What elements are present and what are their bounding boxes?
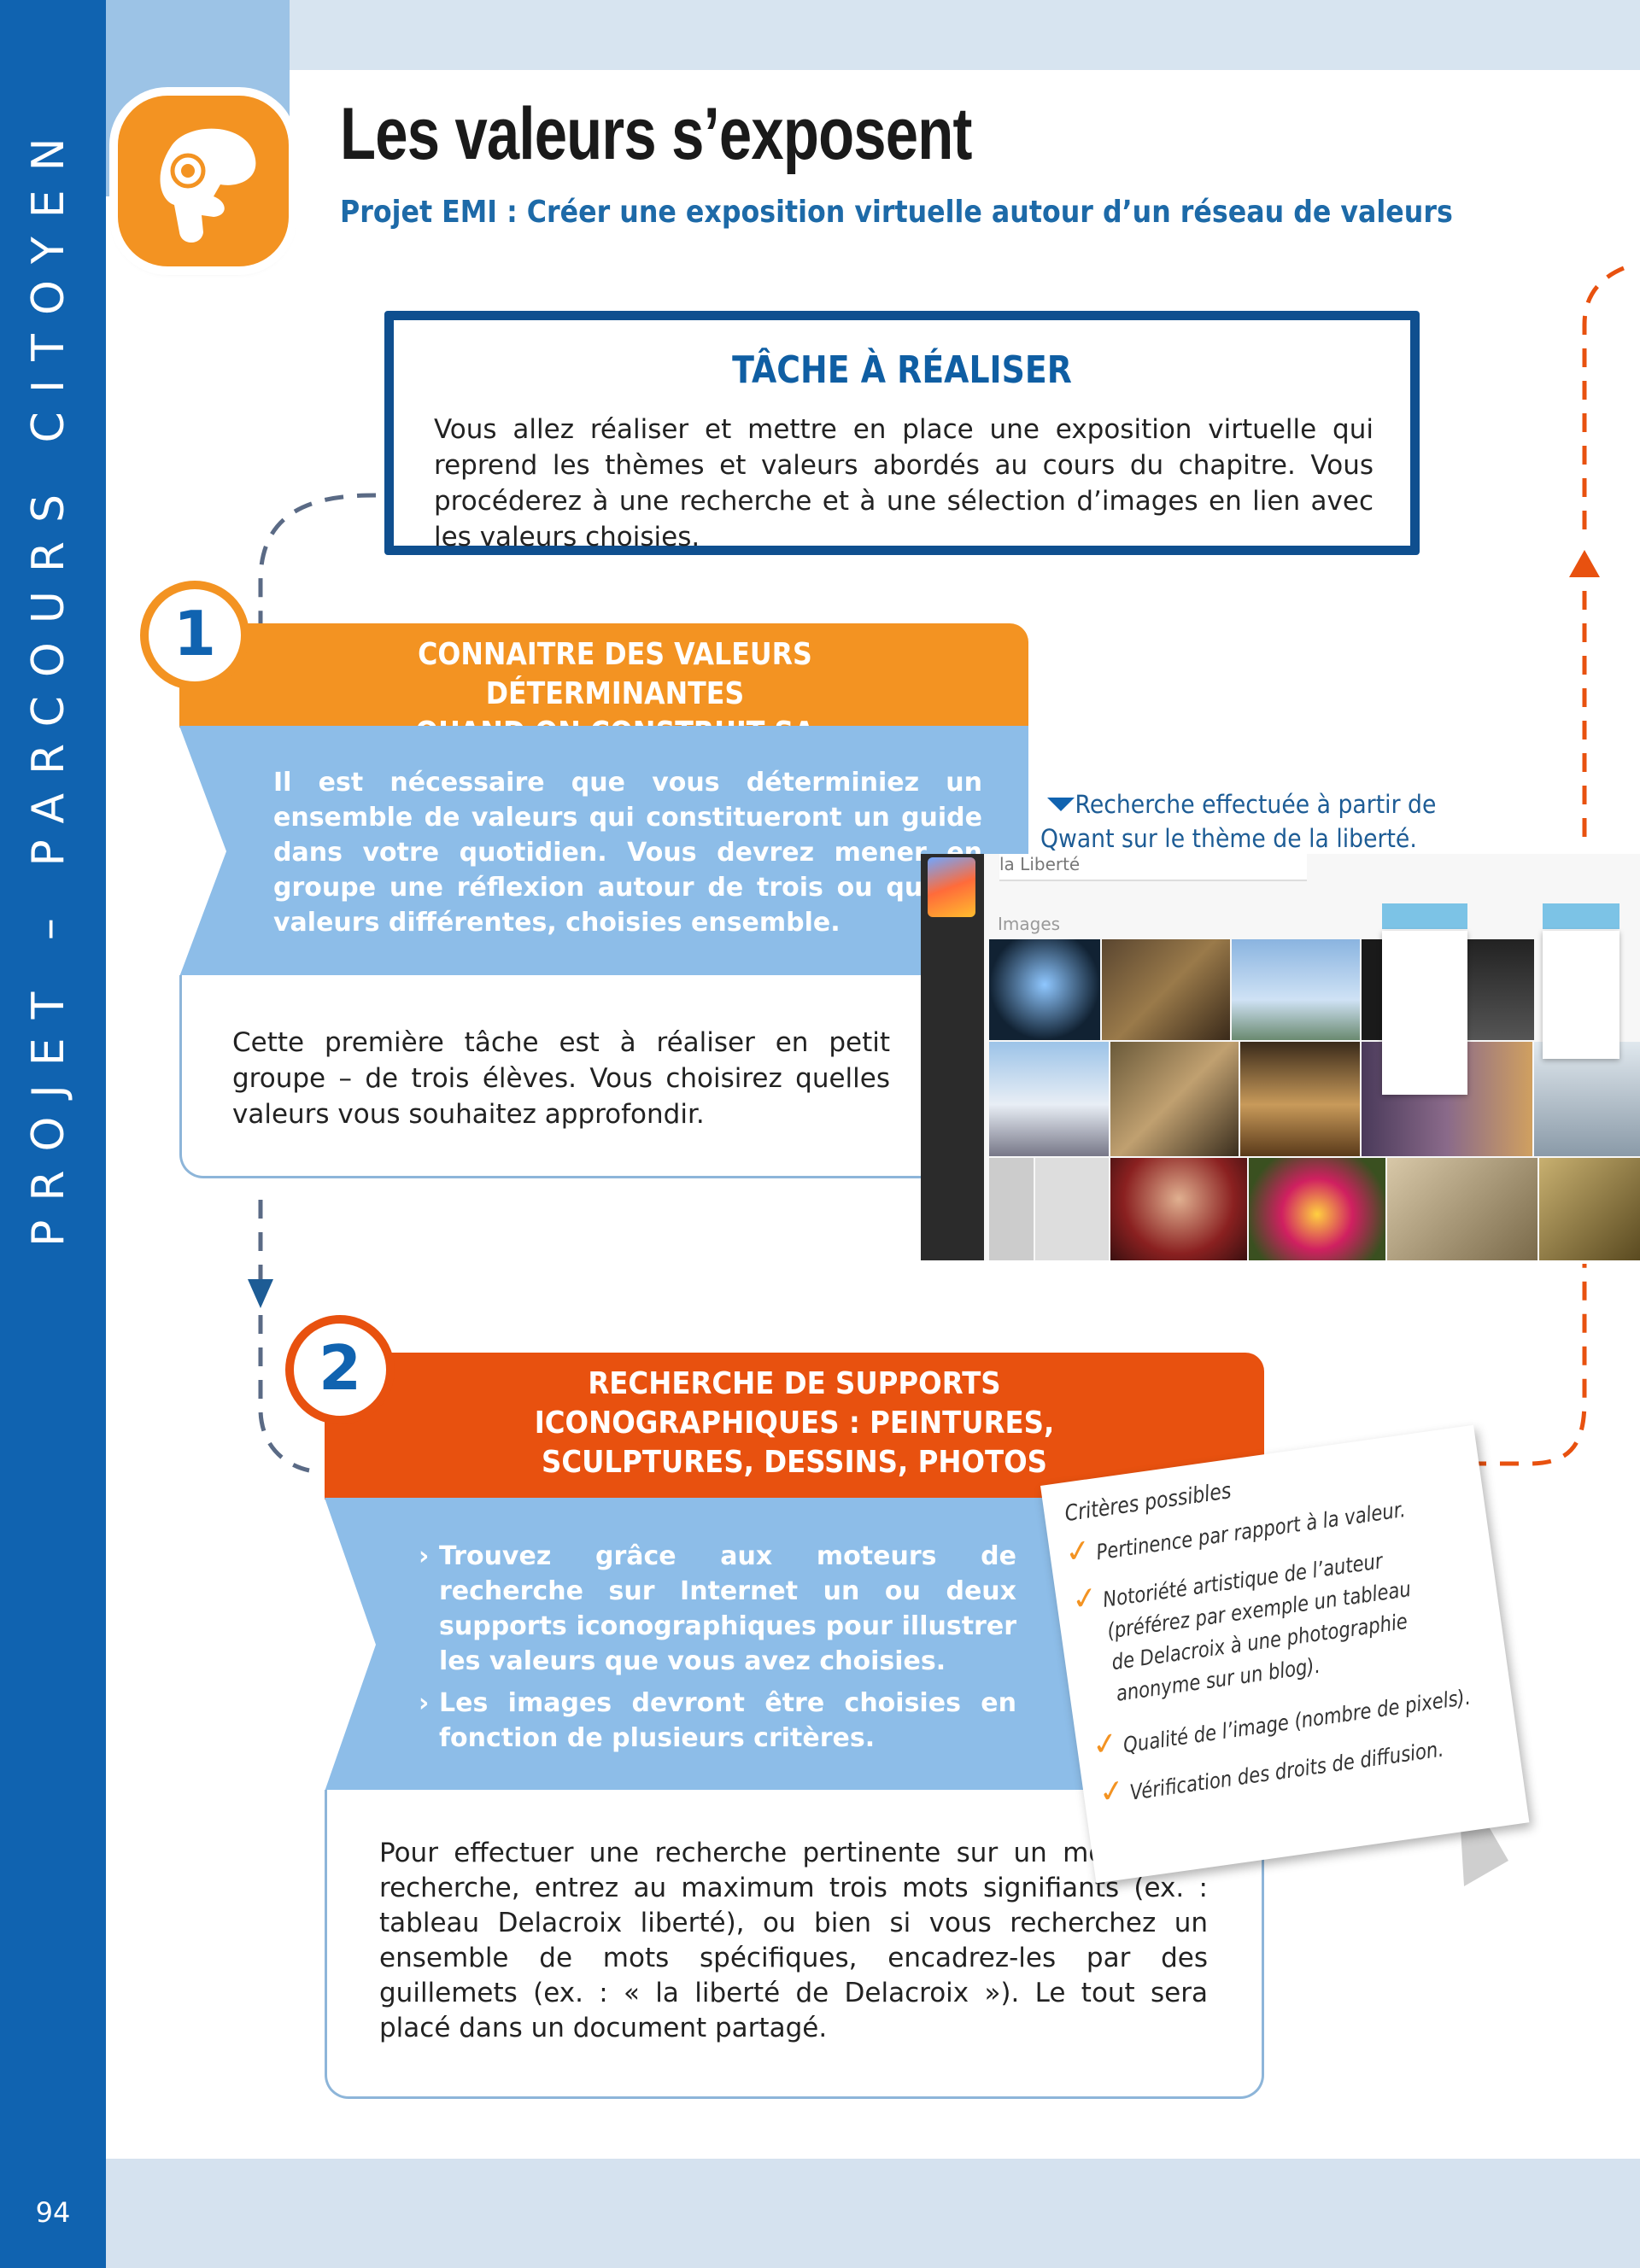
step1-blue-text: Il est nécessaire que vous déterminiez u…	[273, 768, 982, 938]
step2-number: 2	[285, 1315, 395, 1424]
image-result	[989, 1158, 1034, 1260]
step2-title: RECHERCHE DE SUPPORTS ICONOGRAPHIQUES : …	[479, 1365, 1110, 1482]
image-result	[1232, 939, 1360, 1040]
bullet-chevron-icon: ›	[419, 1541, 430, 1571]
screenshot-caption: Recherche effectuée à partir de Qwant su…	[1040, 787, 1480, 856]
filter-menu-1	[1382, 931, 1467, 1095]
bottom-decor-band	[106, 2159, 1640, 2268]
hand-eye-icon	[118, 96, 289, 266]
bullet-chevron-icon: ›	[419, 1688, 430, 1718]
step1-blue-panel	[179, 726, 1028, 977]
page-subtitle: Projet EMI : Créer une exposition virtue…	[340, 195, 1453, 230]
filter-dropdown-1	[1382, 903, 1467, 929]
step2-header	[325, 1353, 1264, 1499]
check-icon: ✓	[1063, 1532, 1094, 1571]
bullet-text: Trouvez grâce aux moteurs de recherche s…	[439, 1541, 1016, 1676]
image-result	[1539, 1158, 1640, 1260]
image-result	[1035, 1158, 1109, 1260]
task-title: TÂCHE À RÉALISER	[732, 348, 1072, 392]
task-text: Vous allez réaliser et mettre en place u…	[434, 414, 1374, 552]
search-images-label: Images	[998, 914, 1061, 934]
top-decor-band	[106, 0, 1640, 70]
bullet-text: Les images devront être choisies en fonc…	[439, 1688, 1016, 1753]
image-result	[1240, 1042, 1360, 1156]
side-band	[0, 0, 106, 2268]
step2-bullet: › Trouvez grâce aux moteurs de recherche …	[419, 1539, 1016, 1679]
task-box	[384, 311, 1420, 555]
criteria-note: Critères possibles ✓ Pertinence par rapp…	[1040, 1424, 1530, 1884]
image-result	[1110, 1158, 1247, 1260]
step2-white-text: Pour effectuer une recherche pertinente …	[379, 1838, 1208, 2043]
image-result	[989, 939, 1100, 1040]
filter-dropdown-2	[1543, 903, 1620, 929]
caption-triangle-icon	[1047, 798, 1075, 811]
step1-white-text: Cette première tâche est à réaliser en p…	[232, 1027, 890, 1130]
search-sidebar	[921, 854, 984, 1260]
step1-header	[179, 623, 1028, 728]
page-number: 94	[35, 2196, 71, 2229]
image-result	[989, 1042, 1109, 1156]
step1-white-panel	[179, 975, 1028, 1178]
search-screenshot: la Liberté Images	[921, 854, 1640, 1260]
page-title: Les valeurs s’exposent	[340, 93, 972, 175]
image-result	[1534, 1042, 1640, 1156]
step1-number: 1	[140, 581, 249, 690]
image-result	[1102, 939, 1230, 1040]
step2-title-line3: SCULPTURES, DESSINS, PHOTOS	[542, 1445, 1047, 1480]
step2-title-line2: ICONOGRAPHIQUES : PEINTURES,	[534, 1406, 1055, 1441]
check-icon: ✓	[1069, 1580, 1100, 1618]
check-icon: ✓	[1090, 1725, 1121, 1764]
step2-bullet: › Les images devront être choisies en fon…	[419, 1686, 1016, 1756]
filter-menu-2	[1543, 931, 1620, 1059]
caption-text: Recherche effectuée à partir de Qwant su…	[1040, 790, 1437, 853]
step1-title-line1: CONNAITRE DES VALEURS DÉTERMINANTES	[418, 637, 812, 711]
search-engine-logo	[928, 857, 975, 917]
note-title: Critères possibles	[1063, 1478, 1233, 1528]
step2-title-line1: RECHERCHE DE SUPPORTS	[588, 1366, 1001, 1401]
image-result	[1387, 1158, 1538, 1260]
check-icon: ✓	[1096, 1772, 1128, 1811]
image-result	[1110, 1042, 1239, 1156]
title-area	[290, 70, 1640, 215]
image-result	[1249, 1158, 1385, 1260]
search-query: la Liberté	[999, 854, 1307, 881]
